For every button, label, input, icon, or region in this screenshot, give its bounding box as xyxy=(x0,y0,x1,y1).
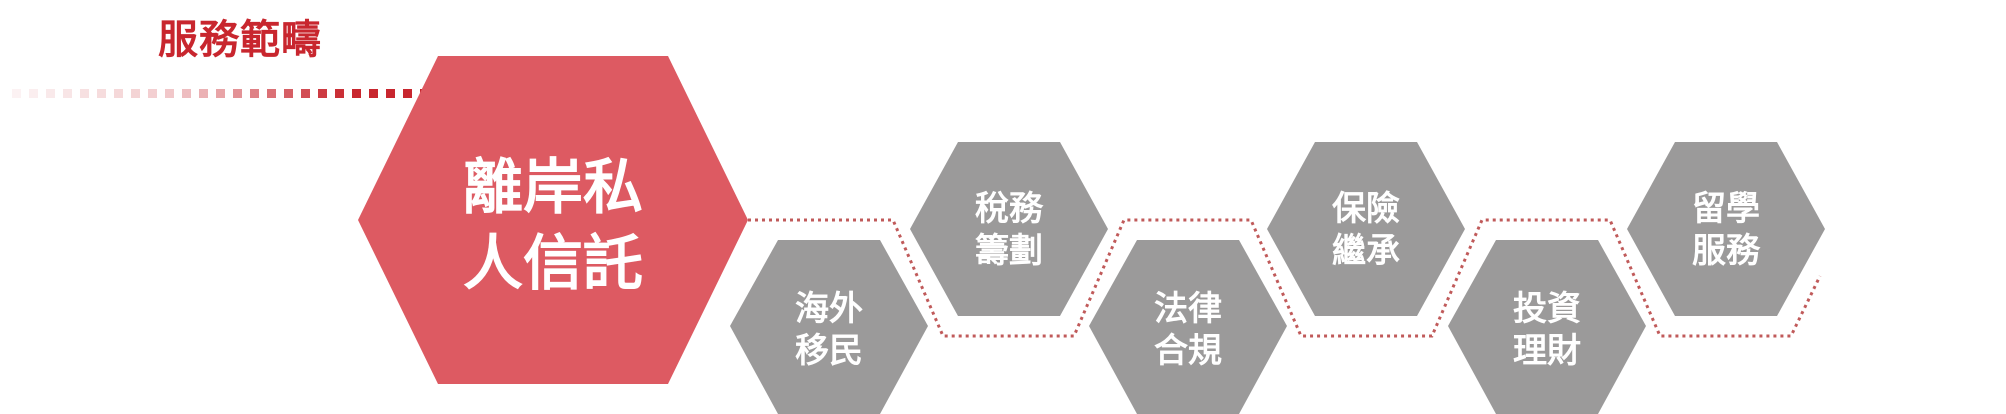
service-label-line1: 留學 xyxy=(1692,189,1760,229)
service-hexagon-investment[interactable]: 投資 理財 xyxy=(1448,240,1646,414)
service-hexagon-insurance[interactable]: 保險 繼承 xyxy=(1267,142,1465,316)
service-label-line1: 投資 xyxy=(1513,289,1581,329)
service-hexagon-shape xyxy=(730,240,928,414)
service-hexagon-shape xyxy=(1627,142,1825,316)
service-label-line2: 繼承 xyxy=(1332,231,1400,271)
service-label-line2: 籌劃 xyxy=(975,231,1043,271)
service-hexagon-shape xyxy=(1448,240,1646,414)
left-dotted-line xyxy=(12,89,429,98)
service-hexagon-legal-compliance[interactable]: 法律 合規 xyxy=(1089,240,1287,414)
service-hexagon-shape xyxy=(1267,142,1465,316)
main-service-label-line2: 人信託 xyxy=(463,229,643,299)
service-label-line2: 合規 xyxy=(1154,331,1222,371)
service-label-line1: 保險 xyxy=(1332,189,1400,229)
service-hexagon-immigration[interactable]: 海外 移民 xyxy=(730,240,928,414)
main-service-label-line1: 離岸私 xyxy=(463,153,643,223)
service-label-line2: 理財 xyxy=(1513,331,1581,371)
service-label-line1: 稅務 xyxy=(975,189,1044,229)
service-hexagon-tax-planning[interactable]: 稅務 籌劃 xyxy=(910,142,1108,316)
service-label-line1: 法律 xyxy=(1154,289,1222,329)
service-label-line1: 海外 xyxy=(795,289,863,329)
service-hexagon-shape xyxy=(1089,240,1287,414)
service-hexagon-study-abroad[interactable]: 留學 服務 xyxy=(1627,142,1825,316)
main-service-hexagon[interactable]: 離岸私 人信託 xyxy=(358,56,748,384)
service-hexagon-shape xyxy=(910,142,1108,316)
main-hexagon-shape xyxy=(358,56,748,384)
section-title: 服務範疇 xyxy=(158,16,322,63)
service-label-line2: 移民 xyxy=(795,331,863,371)
service-label-line2: 服務 xyxy=(1692,231,1761,271)
